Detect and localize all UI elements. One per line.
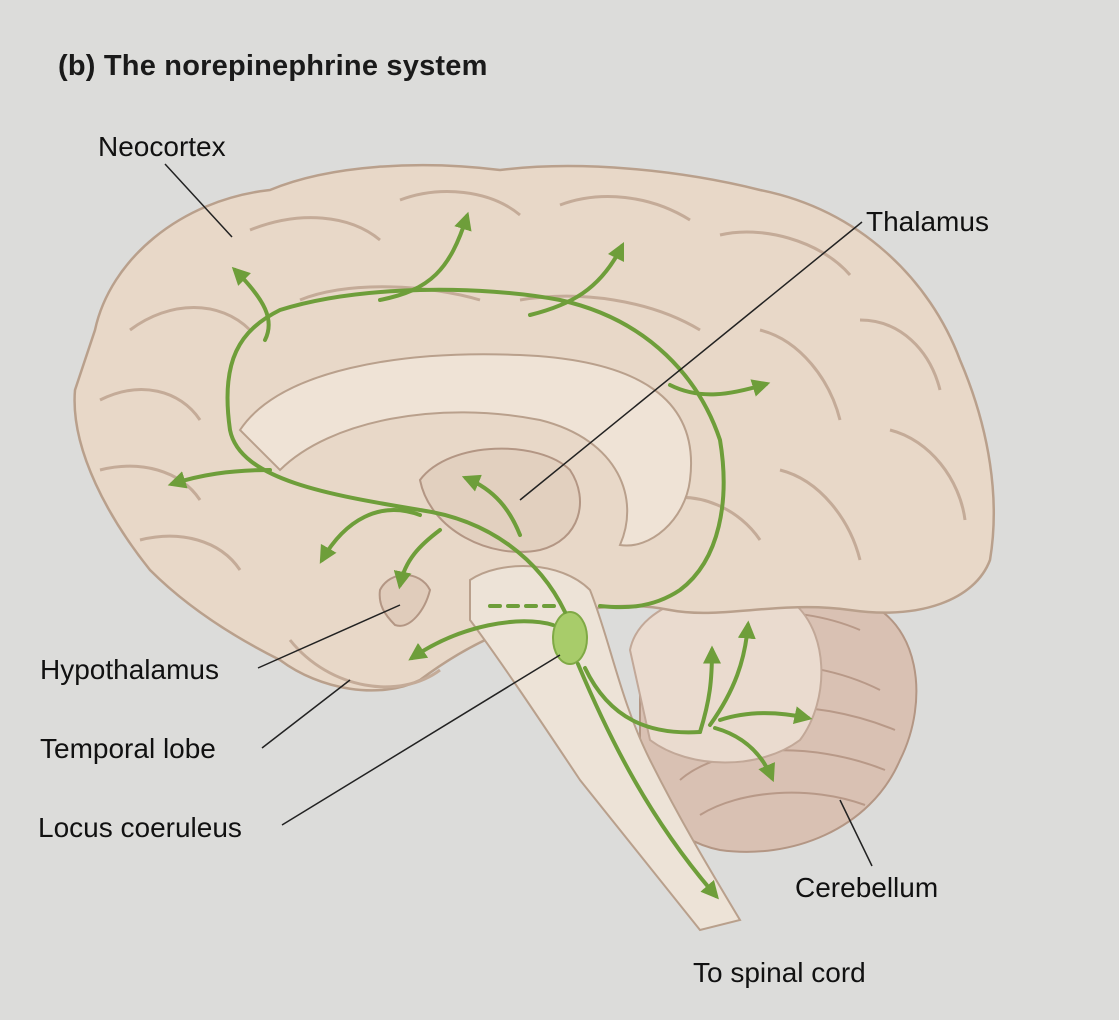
pathway-temporal-upper [319,508,422,564]
pathway-cerebellum-up2 [708,620,756,727]
locus-coeruleus-shape [552,611,588,665]
corpus-callosum-shape [238,353,693,547]
norepinephrine-pathways [167,211,813,900]
pathway-neocortex-left [231,266,271,342]
leader-temporal [261,679,351,749]
label-hypothalamus: Hypothalamus [40,654,219,685]
pathway-trunk [225,287,726,614]
pathway-neocortex-right [528,241,625,317]
label-locus-coeruleus: Locus coeruleus [38,812,242,843]
pathway-hypothalamus [393,528,442,590]
leader-locus [281,654,561,826]
pathway-cerebellum-up1 [698,645,721,734]
leader-hypothalamus [257,604,401,669]
pathway-parietal [668,379,771,397]
label-cerebellum: Cerebellum [795,872,939,903]
pathway-frontal [167,468,272,489]
figure-title: (b) The norepinephrine system [58,50,488,82]
label-spinal-cord: To spinal cord [693,957,866,988]
pathway-spinal-cord [576,662,719,900]
leader-thalamus [519,221,863,501]
pathway-cerebellum-right [718,706,813,724]
pathway-neocortex-top [378,211,472,302]
pathway-cerebellum-down [713,726,775,783]
cerebrum-shape [73,163,995,692]
pathway-cerebellum-trunk [583,666,702,735]
leader-lines [164,163,873,867]
pathway-temporal-lower [408,619,555,661]
label-neocortex: Neocortex [98,131,226,162]
label-temporal-lobe: Temporal lobe [40,733,216,764]
leader-neocortex [164,163,233,238]
leader-cerebellum [839,799,873,867]
label-thalamus: Thalamus [866,206,989,237]
pathway-thalamus [461,474,522,537]
